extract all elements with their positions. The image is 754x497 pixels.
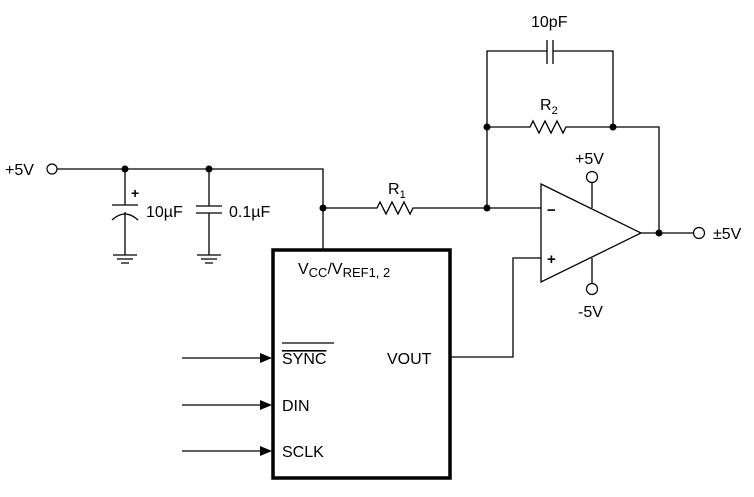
resistor-r1 <box>323 200 487 216</box>
neg-supply-terminal <box>585 282 599 296</box>
pos-supply-label: +5V <box>575 151 604 168</box>
sclk-input-arrow <box>182 446 272 456</box>
bypass-cap-value: 0.1µF <box>229 204 270 221</box>
feedback-cap-value: 10pF <box>531 14 568 31</box>
supply-input-terminal <box>46 163 58 175</box>
feedback-capacitor <box>546 40 554 64</box>
neg-supply-label: -5V <box>578 304 603 321</box>
sync-pin-label: SYNC <box>282 351 326 368</box>
dac-chip <box>271 248 452 480</box>
junction-dot <box>655 229 663 237</box>
sync-input-arrow <box>182 353 272 363</box>
output-label: ±5V <box>713 226 742 243</box>
vout-wire <box>450 257 541 358</box>
polarity-mark: + <box>131 185 139 201</box>
din-input-arrow <box>182 400 272 410</box>
feedback-cap-wire <box>486 50 614 208</box>
supply-input-label: +5V <box>5 162 34 179</box>
bulk-capacitor <box>111 169 139 264</box>
r2-label: R2 <box>540 97 558 117</box>
junction-dot <box>483 123 491 131</box>
supply-rail-wire <box>57 168 324 250</box>
bulk-cap-value: 10µF <box>146 204 183 221</box>
r1-label: R1 <box>388 181 406 201</box>
output-terminal <box>692 226 706 240</box>
vout-pin-label: VOUT <box>387 351 432 368</box>
opamp-symbol <box>540 182 643 284</box>
bypass-capacitor <box>196 169 222 264</box>
ground-icon <box>197 254 221 264</box>
pos-supply-terminal <box>585 170 599 184</box>
resistor-r2 <box>487 119 660 233</box>
inverting-mark: − <box>547 202 556 219</box>
ground-icon <box>113 254 137 264</box>
noninverting-mark: + <box>547 251 556 268</box>
dac-power-pin-label: VCC/VREF1, 2 <box>298 261 390 280</box>
junction-dot <box>609 123 617 131</box>
din-pin-label: DIN <box>282 398 310 415</box>
sclk-pin-label: SCLK <box>282 444 324 461</box>
